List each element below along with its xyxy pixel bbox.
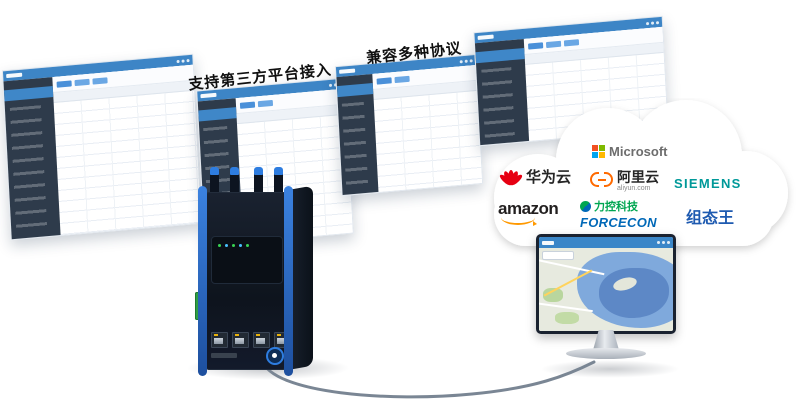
monitor-stand xyxy=(593,330,619,350)
led-indicator xyxy=(232,244,235,247)
toolbar-button xyxy=(56,79,73,88)
forcecon-sublabel: FORCECON xyxy=(580,215,657,230)
header-icon xyxy=(469,58,473,62)
dashboard-content xyxy=(372,64,483,192)
monitor-base xyxy=(566,348,646,359)
toolbar-button xyxy=(376,76,393,85)
toolbar-button xyxy=(240,100,256,109)
huawei-cloud-logo: 华为云 xyxy=(498,166,572,187)
aliyun-text: 阿里云 aliyun.com xyxy=(617,170,659,192)
huawei-label: 华为云 xyxy=(526,169,572,186)
cloud-platforms: Microsoft 华为云 阿里云 aliyun.com SIEMENS xyxy=(468,98,800,270)
header-icon xyxy=(176,59,180,63)
microsoft-tile-red xyxy=(592,145,598,151)
toolbar-button xyxy=(92,76,109,85)
dashboard-content xyxy=(52,64,202,235)
header-icon xyxy=(181,58,185,63)
dashboard-body xyxy=(3,64,202,240)
microsoft-tile-blue xyxy=(592,152,598,158)
aliyun-label: 阿里云 xyxy=(617,169,659,185)
toolbar-button xyxy=(394,75,411,83)
amazon-label: amazon xyxy=(498,199,559,218)
microsoft-tile-green xyxy=(599,145,605,151)
header-icon xyxy=(645,21,650,25)
forcecon-icon xyxy=(580,200,591,212)
monitor xyxy=(536,234,676,376)
dashboard-sidebar xyxy=(336,73,379,196)
router-led-strip xyxy=(218,244,249,247)
antenna-connector xyxy=(274,167,283,196)
dashboard-screenshot-1 xyxy=(1,53,203,241)
brand-badge xyxy=(266,347,284,365)
router-front-panel xyxy=(195,192,291,370)
dashboard-logo xyxy=(200,92,217,99)
kingview-logo: 组态王 xyxy=(686,204,734,228)
dashboard-logo xyxy=(6,72,23,79)
header-icon xyxy=(650,21,655,25)
header-icon xyxy=(459,59,463,63)
dashboard-logo xyxy=(477,34,494,40)
ethernet-port xyxy=(253,332,270,348)
sim-slot xyxy=(211,353,237,358)
amazon-logo: amazon xyxy=(498,199,559,226)
header-icon xyxy=(655,20,660,24)
toolbar-button xyxy=(545,40,562,48)
map-search-box xyxy=(542,251,574,260)
microsoft-logo: Microsoft xyxy=(592,144,668,159)
header-icon xyxy=(667,241,670,244)
antenna-connector xyxy=(254,167,263,196)
router-device xyxy=(195,162,322,376)
dashboard-logo xyxy=(339,68,356,74)
router-blue-rail xyxy=(284,186,293,376)
table-rows xyxy=(374,90,483,192)
header-icon xyxy=(662,241,665,244)
ethernet-port xyxy=(211,332,228,348)
forcecon-row: 力控科技 xyxy=(580,198,638,214)
ethernet-port xyxy=(232,332,249,348)
toolbar-button xyxy=(258,99,274,107)
header-icon xyxy=(657,241,660,244)
forcecon-label: 力控科技 xyxy=(594,201,638,213)
monitor-screen xyxy=(536,234,676,334)
aliyun-bracket-icon xyxy=(590,172,613,187)
toolbar-button xyxy=(563,38,579,46)
map-water-deep xyxy=(599,268,669,318)
led-indicator xyxy=(218,244,221,247)
aliyun-logo: 阿里云 aliyun.com xyxy=(590,170,659,192)
header-icon xyxy=(328,83,333,87)
microsoft-tile-yellow xyxy=(599,152,605,158)
ethernet-ports xyxy=(211,332,291,348)
led-indicator xyxy=(239,244,242,247)
map-park xyxy=(555,312,579,324)
led-indicator xyxy=(225,244,228,247)
map-app-header xyxy=(539,237,673,248)
led-indicator xyxy=(246,244,249,247)
header-icon xyxy=(464,59,468,63)
siemens-logo: SIEMENS xyxy=(674,176,742,191)
map-app-logo xyxy=(542,240,554,245)
table-rows xyxy=(54,90,202,235)
router-blue-rail xyxy=(198,186,207,376)
microsoft-icon xyxy=(592,145,605,158)
antenna-connector xyxy=(230,167,239,196)
toolbar-button xyxy=(527,41,544,50)
amazon-smile-icon xyxy=(501,216,537,226)
aliyun-domain: aliyun.com xyxy=(617,184,651,192)
kingview-label: 组态王 xyxy=(686,210,735,227)
microsoft-label: Microsoft xyxy=(609,144,668,159)
huawei-flower-icon xyxy=(498,168,524,187)
antenna-connector xyxy=(210,167,219,196)
siemens-label: SIEMENS xyxy=(674,176,742,191)
map-view xyxy=(539,248,673,331)
dashboard-sidebar xyxy=(3,77,61,240)
header-icon xyxy=(186,58,190,62)
dashboard-body xyxy=(336,64,483,196)
dashboard-screenshot-3 xyxy=(334,53,484,197)
toolbar-button xyxy=(74,78,91,86)
forcecon-logo: 力控科技 FORCECON xyxy=(580,198,657,230)
aliyun-dash xyxy=(597,178,606,181)
